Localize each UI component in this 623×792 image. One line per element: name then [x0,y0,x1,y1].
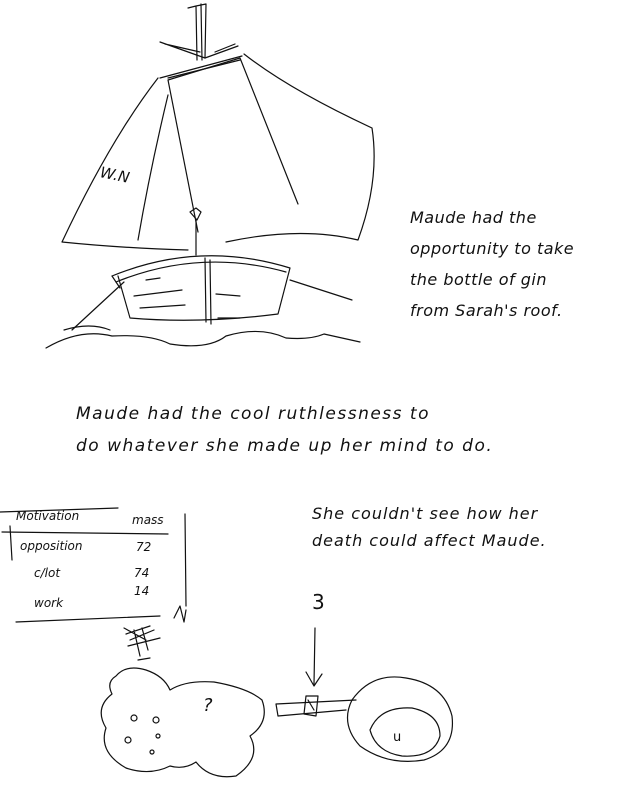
cloud-shape [100,667,265,778]
hull [111,255,291,321]
sail-top-yard [159,55,243,79]
table-cell-value: 74 [134,566,150,580]
pan-label: u [393,730,402,745]
table-vertical-left [9,525,13,561]
scribble-mark [123,625,161,661]
note-line: Maude had the cool ruthlessness to [76,404,430,424]
pan-handle [275,699,357,717]
cloud-dot [155,733,161,739]
cloud-dot [124,736,132,744]
note-line: opportunity to take [410,239,575,258]
note-death-affect: She couldn't see how her death could aff… [312,500,547,554]
table-arrow [173,605,187,623]
sailboat-drawing [45,3,375,349]
mast-flag [187,3,207,61]
note-maude-opportunity: Maude had the opportunity to take the bo… [410,202,574,326]
cloud-dot [149,749,155,755]
note-line: the bottle of gin [410,270,547,289]
table-cell-label: opposition [20,539,83,553]
arrow-number: 3 [312,590,325,614]
bow-lines [71,275,353,331]
note-line: do whatever she made up her mind to do. [76,436,494,456]
bottom-diagram [100,627,454,778]
right-sail [225,53,375,243]
note-maude-ruthlessness: Maude had the cool ruthlessness to do wh… [76,398,493,462]
table-cell-label: work [34,596,64,610]
main-sail [167,57,299,233]
table-header-line [1,531,169,535]
table-top-line [0,507,119,513]
question-mark: ? [203,695,213,716]
table-cell-value: 72 [136,540,152,554]
water-waves [45,330,361,349]
cloud-dot [152,716,160,724]
water-wave-left [63,325,111,331]
down-arrow [305,627,323,687]
pan-outer [346,676,454,762]
sail-yard [159,41,239,59]
hull-planks [133,257,241,325]
mast-head [189,207,202,256]
note-line: Maude had the [410,208,537,227]
pan-inner [369,707,441,757]
note-line: She couldn't see how her [312,504,539,523]
table-header-mass: mass [132,513,164,527]
table-header-motivation: Motivation [16,509,80,523]
note-line: from Sarah's roof. [410,301,563,320]
table-cell-label: c/lot [34,566,61,580]
note-line: death could affect Maude. [312,531,547,550]
left-sail-inner [137,94,169,241]
table-drawing [0,507,187,623]
table-vertical-right [184,513,187,607]
table-cell-value: 14 [134,584,150,598]
cloud-dot [130,714,138,722]
handle-knot [303,695,319,717]
left-sail [61,77,189,251]
table-bottom-line [15,615,161,623]
